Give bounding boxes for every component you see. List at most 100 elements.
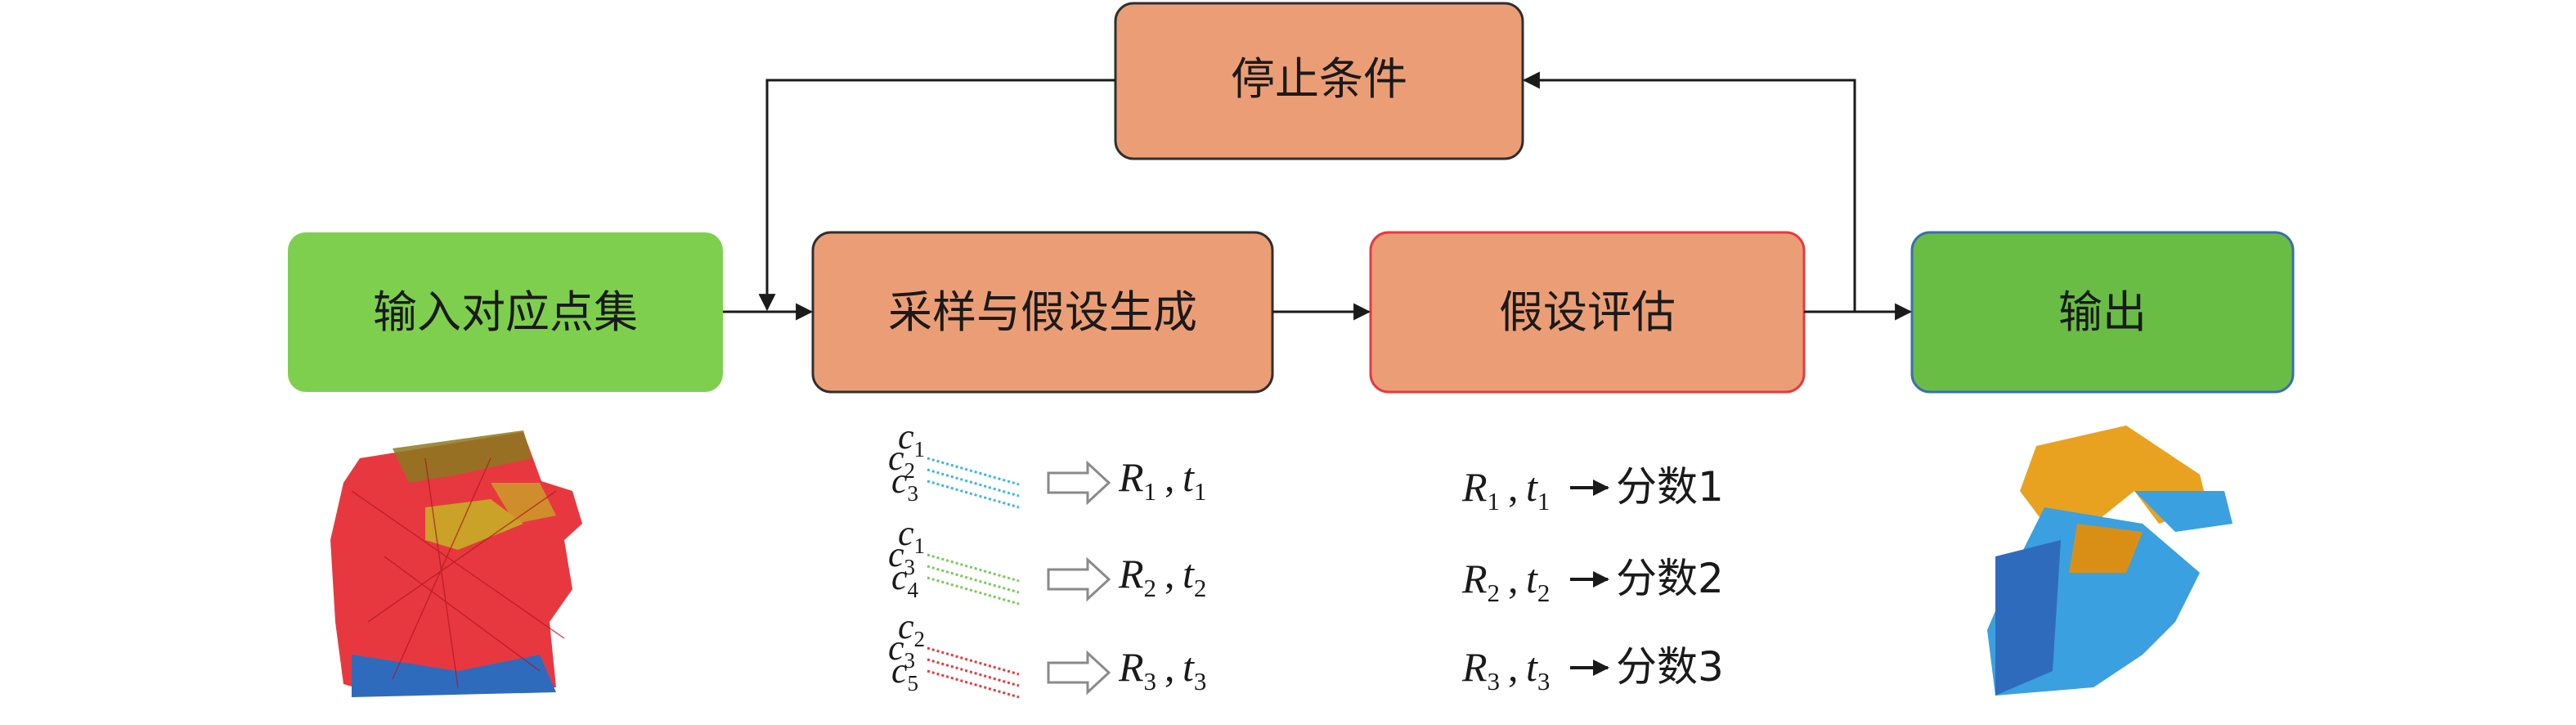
score-rotation-index: 2 xyxy=(1488,579,1501,607)
hypothesis-translation: t3 xyxy=(1183,644,1206,696)
score-rotation-index: 3 xyxy=(1488,667,1501,696)
sample-label-index: 1 xyxy=(914,534,926,558)
node-sampling: 采样与假设生成 xyxy=(811,231,1274,394)
correspondence-line xyxy=(927,565,1020,594)
score-rotation-symbol: R xyxy=(1461,464,1488,510)
hypothesis-rotation-symbol: R xyxy=(1118,454,1144,500)
score-translation: t2 xyxy=(1526,556,1550,607)
score-translation-symbol: t xyxy=(1526,556,1538,601)
score-translation-symbol: t xyxy=(1526,464,1538,510)
arrow-evaluation-to-stop xyxy=(1522,71,1856,312)
sample-label-symbol: c xyxy=(891,557,908,597)
sample-label: c1 xyxy=(898,417,925,462)
correspondence-line xyxy=(927,658,1020,687)
score-translation-index: 3 xyxy=(1537,667,1551,696)
correspondence-line xyxy=(927,553,1020,583)
sample-label: c2 xyxy=(888,438,915,483)
sample-label-symbol: c xyxy=(898,513,914,553)
input-point-cloud-image xyxy=(330,430,582,697)
node-output-label: 输出 xyxy=(2058,286,2147,338)
node-stop: 停止条件 xyxy=(1114,2,1524,160)
hypothesis-translation-index: 2 xyxy=(1194,574,1207,602)
score-comma: , xyxy=(1508,644,1519,690)
correspondence-line xyxy=(927,646,1020,676)
arrow-stop-to-sampling xyxy=(758,79,1115,312)
hypothesis-rotation: R1 xyxy=(1118,454,1156,506)
hollow-arrow-icon xyxy=(1047,460,1111,506)
node-input-box xyxy=(288,232,723,392)
node-evaluation-label: 假设评估 xyxy=(1499,286,1676,338)
sample-label: c1 xyxy=(898,513,925,558)
correspondence-line xyxy=(927,457,1020,486)
node-input-label: 输入对应点集 xyxy=(373,286,638,338)
sample-label-symbol: c xyxy=(888,628,904,668)
score-value: 分数3 xyxy=(1616,643,1724,691)
hypothesis-translation-symbol: t xyxy=(1183,454,1195,500)
sample-label-index: 3 xyxy=(908,481,919,506)
hollow-arrow-icon xyxy=(1047,556,1111,602)
sample-label-index: 2 xyxy=(914,627,926,651)
sample-label-symbol: c xyxy=(888,534,904,574)
hypothesis-comma: , xyxy=(1165,551,1175,597)
sample-label: c3 xyxy=(888,534,915,579)
sample-label-symbol: c xyxy=(891,461,908,501)
hypothesis-rotation-symbol: R xyxy=(1118,551,1144,597)
score-rotation-symbol: R xyxy=(1461,644,1488,690)
sample-label-symbol: c xyxy=(888,438,904,478)
score-translation-symbol: t xyxy=(1526,644,1538,690)
hypothesis-rotation-index: 3 xyxy=(1144,667,1157,696)
sample-label-index: 5 xyxy=(908,671,919,696)
sample-label-symbol: c xyxy=(891,651,908,691)
correspondence-line xyxy=(927,480,1020,509)
hypothesis-comma: , xyxy=(1165,454,1175,500)
sample-label-index: 1 xyxy=(914,437,926,462)
hypothesis-translation: t2 xyxy=(1183,551,1206,602)
score-rotation: R2 xyxy=(1461,556,1500,607)
hypothesis-translation-index: 1 xyxy=(1194,477,1207,506)
score-value: 分数2 xyxy=(1616,555,1724,602)
correspondence-line xyxy=(927,669,1020,699)
flow-arrows xyxy=(723,71,1913,321)
score-rotation-symbol: R xyxy=(1461,556,1488,601)
sample-label-index: 4 xyxy=(908,578,919,602)
score-translation-index: 2 xyxy=(1537,579,1551,607)
output-point-cloud-image xyxy=(1987,426,2233,696)
hypothesis-rotation-index: 2 xyxy=(1144,574,1157,602)
score-translation: t1 xyxy=(1526,464,1550,516)
hypothesis-rotation: R2 xyxy=(1118,551,1156,602)
sample-label: c3 xyxy=(888,628,915,673)
hypothesis-translation: t1 xyxy=(1183,454,1206,506)
hypothesis-rotation: R3 xyxy=(1118,644,1156,696)
score-translation: t3 xyxy=(1526,644,1550,696)
score-rotation: R3 xyxy=(1461,644,1500,696)
sample-label-index: 3 xyxy=(904,555,916,579)
hollow-arrow-icon xyxy=(1047,650,1111,696)
sample-label: c2 xyxy=(898,606,925,651)
hypothesis-translation-symbol: t xyxy=(1183,551,1195,597)
score-rotation-index: 1 xyxy=(1488,487,1501,516)
sample-label-index: 2 xyxy=(904,458,916,483)
correspondence-line xyxy=(927,576,1020,606)
score-translation-index: 1 xyxy=(1537,487,1551,516)
score-value: 分数1 xyxy=(1616,463,1724,511)
score-rotation: R1 xyxy=(1461,464,1500,516)
node-evaluation: 假设评估 xyxy=(1369,231,1806,394)
score-comma: , xyxy=(1508,556,1519,601)
correspondence-line xyxy=(927,468,1020,498)
hypothesis-translation-symbol: t xyxy=(1183,644,1195,690)
sample-label: c3 xyxy=(891,461,918,506)
node-input: 输入对应点集 xyxy=(288,232,723,392)
score-comma: , xyxy=(1508,464,1519,510)
node-output: 输出 xyxy=(1910,231,2295,394)
sample-label-index: 3 xyxy=(904,648,916,673)
hypothesis-translation-index: 3 xyxy=(1194,667,1207,696)
hypothesis-comma: , xyxy=(1165,644,1175,690)
